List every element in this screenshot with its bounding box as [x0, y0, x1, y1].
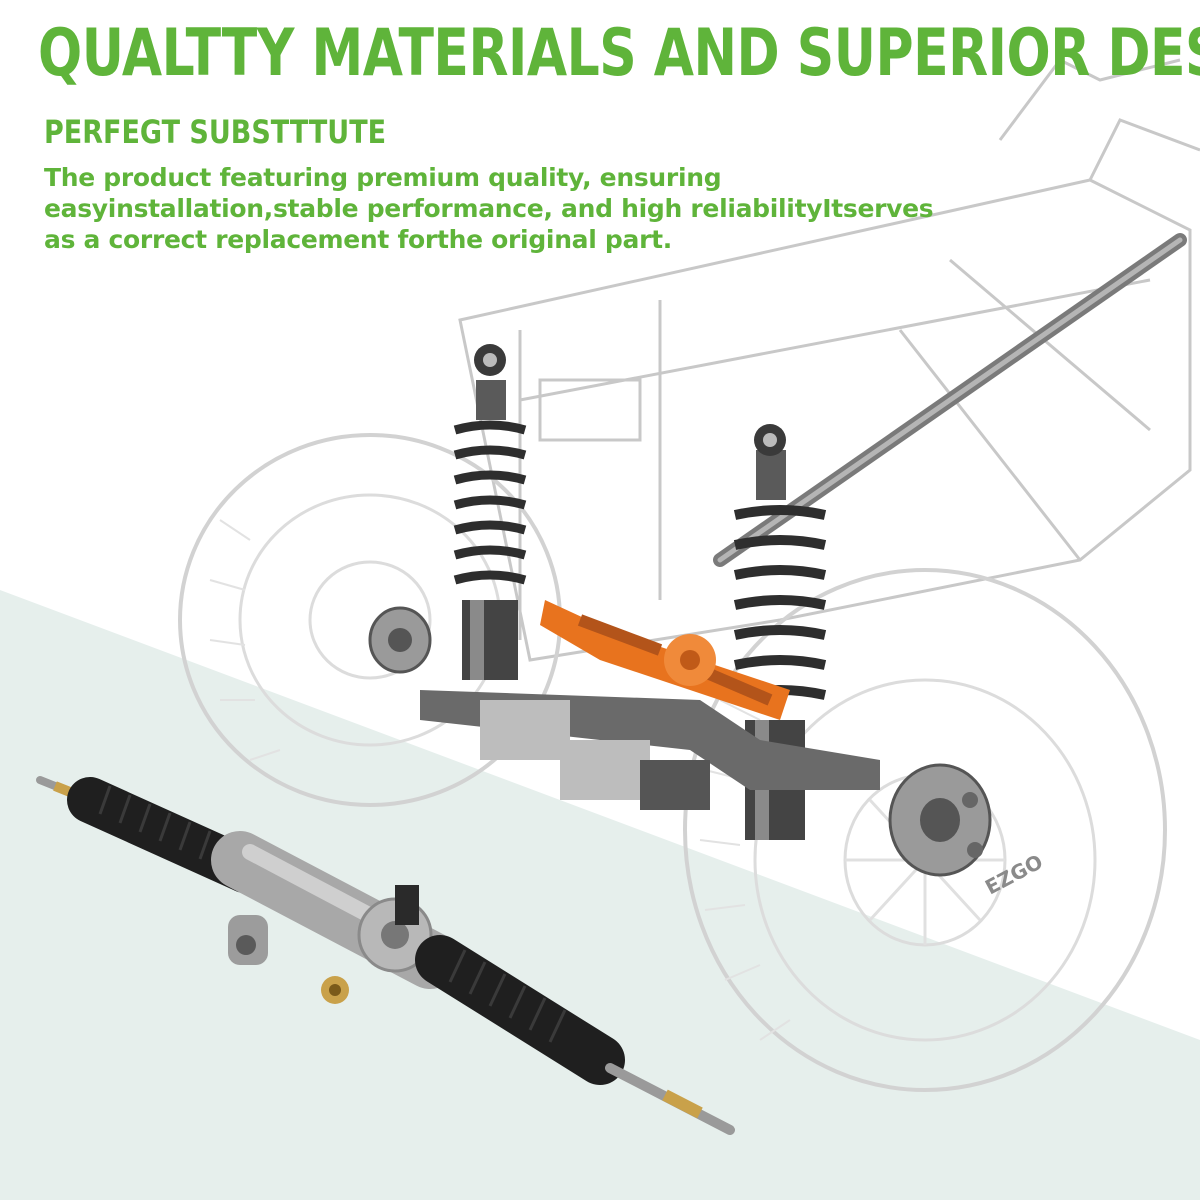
- description-line: as a correct replacement forthe original…: [44, 225, 672, 254]
- headline: QUALTTY MATERIALS AND SUPERIOR DESIGN: [38, 16, 1200, 91]
- description-line: The product featuring premium quality, e…: [44, 163, 722, 192]
- wheel-brand-text: EZGO: [981, 849, 1047, 899]
- subheading: PERFEGT SUBSTTTUTE: [44, 114, 387, 152]
- description: The product featuring premium quality, e…: [44, 162, 944, 255]
- steering-rack-product-image: [36, 776, 735, 1135]
- description-line: easyinstallation,stable performance, and…: [44, 194, 934, 223]
